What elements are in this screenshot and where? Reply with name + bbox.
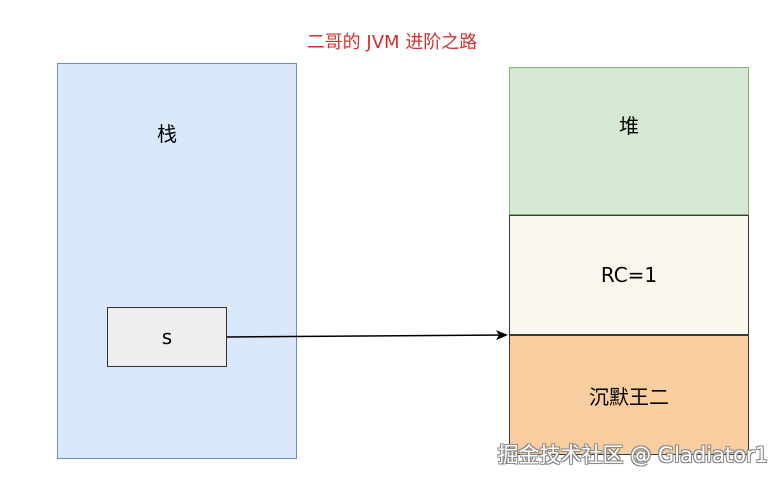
stack-label: 栈 [157, 122, 177, 146]
stack-region [57, 63, 297, 459]
string-object-box: 沉默王二 [509, 335, 749, 455]
reference-count-box: RC=1 [509, 215, 749, 335]
heap-region: 堆 [509, 67, 749, 215]
string-object-label: 沉默王二 [589, 384, 669, 409]
reference-variable-box: s [107, 307, 227, 367]
reference-count-label: RC=1 [600, 263, 658, 287]
heap-label: 堆 [619, 114, 639, 138]
watermark: 掘金技术社区 @ Gladiator1 [497, 443, 768, 467]
reference-variable-label: s [161, 325, 173, 349]
diagram-title: 二哥的 JVM 进阶之路 [306, 32, 478, 53]
arrow-line [226, 330, 508, 341]
